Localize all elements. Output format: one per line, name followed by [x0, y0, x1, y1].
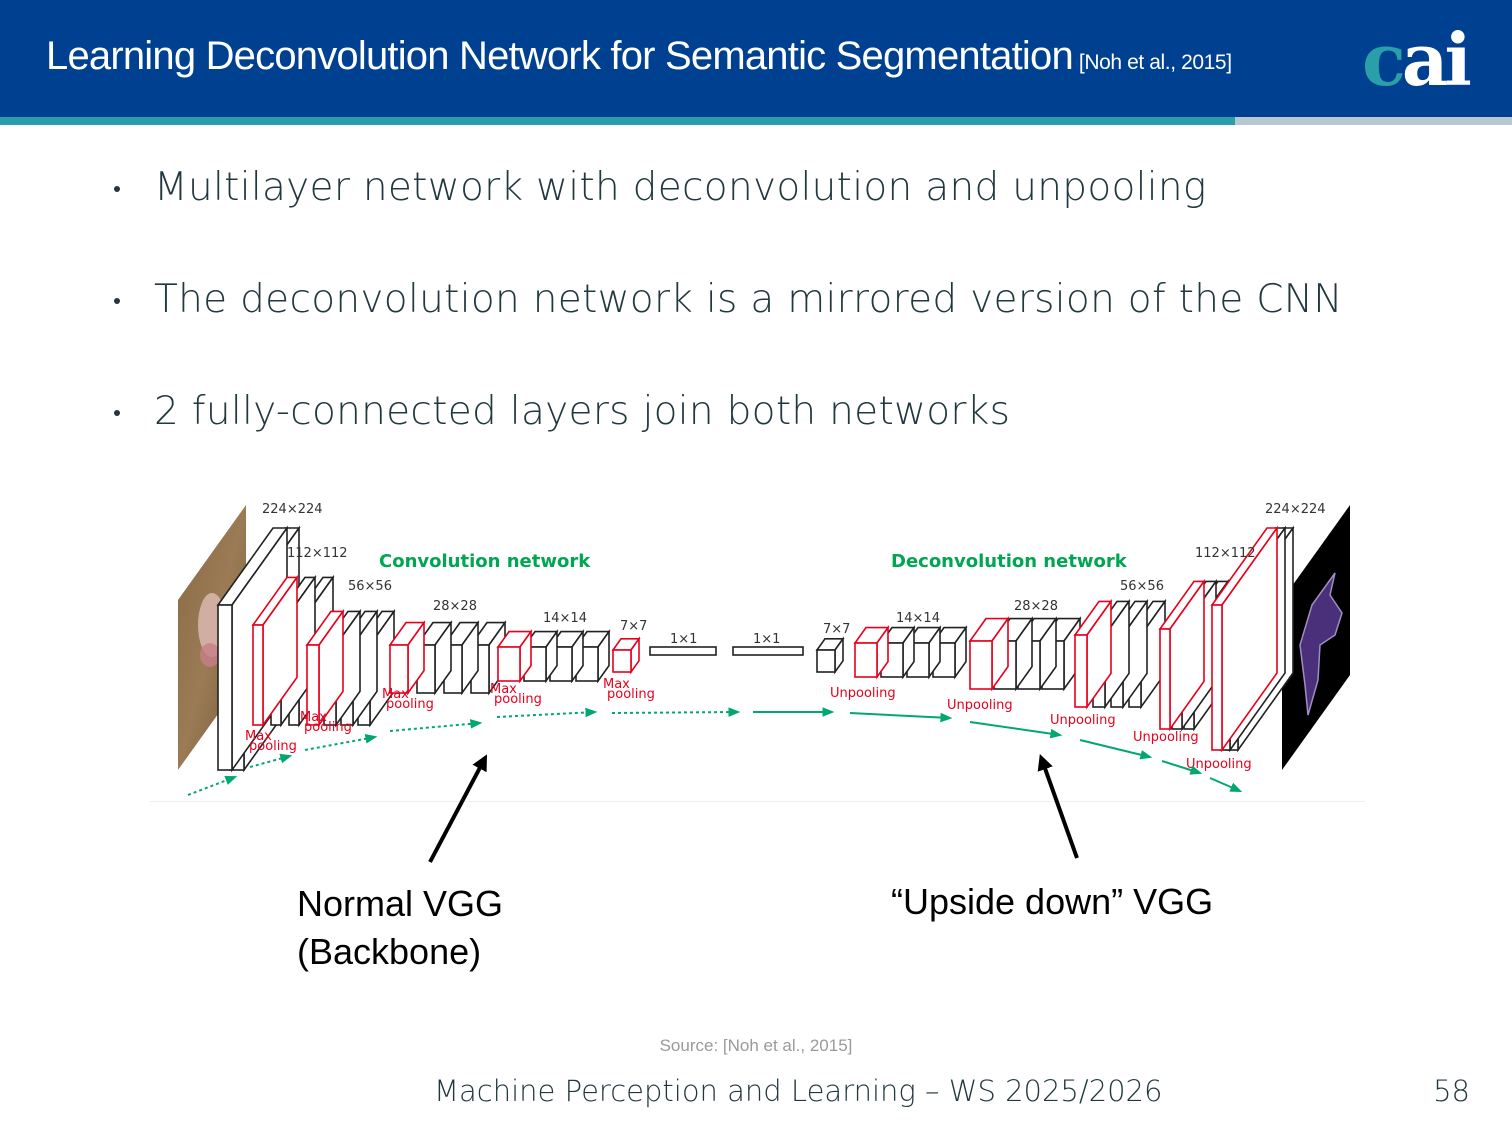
max-pooling-label: pooling [607, 687, 655, 702]
deconv-size-label: 56×56 [1120, 579, 1164, 594]
upside-down-vgg-label: “Upside down” VGG [891, 881, 1214, 922]
deconv-size-label: 28×28 [1014, 599, 1058, 614]
footer-course-title: Machine Perception and Learning – WS 202… [434, 1074, 1163, 1108]
title-text: Learning Deconvolution Network for Seman… [46, 34, 1074, 78]
right-arrow-icon [1037, 753, 1079, 859]
max-pooling-label: pooling [249, 739, 297, 754]
normal-vgg-label: Normal VGG (Backbone) [297, 880, 503, 976]
slide-header: Learning Deconvolution Network for Seman… [0, 0, 1512, 117]
page-number: 58 [1433, 1074, 1470, 1108]
deconv-layer-box-front [1074, 634, 1088, 708]
max-pooling-label: Max [245, 729, 272, 744]
dotted-flow-arrow-icon [249, 753, 293, 768]
conv-layer-box-front [217, 604, 233, 771]
logo-c: c [1362, 17, 1406, 102]
bullet-item: 2 fully-connected layers join both netwo… [110, 384, 1343, 496]
deconv-layer-box [905, 625, 942, 680]
deconv-layer-box-front [969, 640, 993, 690]
bullet-text: 2 fully-connected layers join both netwo… [154, 389, 1011, 434]
conv-size-label: 224×224 [262, 502, 323, 517]
bullet-dot-icon [114, 186, 120, 192]
deconv-layer-box-front [1159, 628, 1171, 730]
normal-vgg-line1: Normal VGG [297, 883, 504, 924]
conv-layer-box-front [497, 646, 521, 682]
slide-progress-fill [0, 117, 1236, 125]
conv-size-label: 14×14 [543, 611, 587, 626]
conv-size-label: 28×28 [433, 599, 477, 614]
conv-layer-box [496, 629, 533, 684]
conv-layer-box [522, 629, 559, 684]
deconv-layer-box [1158, 578, 1206, 732]
max-pooling-label: pooling [386, 697, 434, 712]
conv-layer-box-front [612, 649, 632, 673]
unpooling-label: Unpooling [1050, 713, 1116, 728]
unpooling-label: Unpooling [1186, 757, 1252, 772]
max-pooling-label: pooling [494, 692, 542, 707]
deconvnet-architecture-diagram: 224×224 112×112 56×56 28×28 14×14 7×7 1×1 1×1 7×… [178, 502, 1350, 796]
bullet-dot-icon [114, 410, 120, 416]
solid-flow-arrow-icon [849, 712, 953, 723]
deconv-size-label: 224×224 [1265, 502, 1326, 517]
bullet-item: Multilayer network with deconvolution an… [110, 160, 1343, 272]
solid-flow-arrow-icon [1079, 739, 1153, 760]
conv-layer-box [305, 608, 345, 728]
conv-layer-box [251, 574, 299, 728]
dotted-flow-arrow-icon [496, 707, 598, 718]
conv-layer-box [611, 636, 641, 675]
fc-layer-box [649, 646, 717, 656]
conv-layer-box-front [306, 644, 320, 726]
conv-layer-box [388, 620, 426, 696]
fc-size-label: 1×1 [753, 632, 780, 647]
slide-progress-bar [0, 117, 1512, 125]
deconv-layer-box [815, 636, 845, 675]
solid-flow-arrow-icon [969, 721, 1063, 739]
bullet-dot-icon [114, 298, 120, 304]
title-citation: [Noh et al., 2015] [1078, 51, 1232, 74]
deconv-layer-box [968, 616, 1010, 692]
deconv-size-label: 112×112 [1195, 546, 1256, 561]
solid-flow-arrow-icon [1209, 777, 1243, 792]
fc-size-label: 1×1 [670, 632, 697, 647]
unpooling-label: Unpooling [947, 698, 1013, 713]
conv-size-label: 56×56 [348, 579, 392, 594]
max-pooling-label: pooling [304, 720, 352, 735]
deconv-layer-box-front [1211, 604, 1223, 751]
unpooling-label: Unpooling [1133, 730, 1199, 745]
conv-layer-box [548, 629, 585, 684]
deconv-size-label: 7×7 [823, 622, 850, 637]
left-arrow-icon [428, 754, 487, 863]
max-pooling-label: Max [300, 710, 327, 725]
deconv-size-label: 14×14 [896, 611, 940, 626]
deconv-layer-box [1210, 525, 1279, 753]
conv-network-title: Convolution network [379, 551, 591, 572]
output-segmentation-mask [1282, 505, 1350, 770]
bullet-list: Multilayer network with deconvolution an… [110, 160, 1343, 496]
bullet-text: The deconvolution network is a mirrored … [154, 277, 1343, 322]
max-pooling-label: Max [603, 677, 630, 692]
logo-ai: ai [1401, 17, 1472, 102]
bullet-text: Multilayer network with deconvolution an… [154, 165, 1207, 210]
deconv-layer-box [853, 625, 890, 680]
bullet-item: The deconvolution network is a mirrored … [110, 272, 1343, 384]
slide-title: Learning Deconvolution Network for Seman… [46, 34, 1232, 79]
figure-source: Source: [Noh et al., 2015] [659, 1036, 853, 1055]
deconv-layer-box-front [854, 642, 878, 678]
deconv-network-title: Deconvolution network [891, 551, 1128, 572]
conv-size-label: 112×112 [287, 546, 348, 561]
fc-layer-box [732, 646, 804, 656]
max-pooling-label: Max [490, 682, 517, 697]
cai-logo: cai [1362, 17, 1472, 102]
normal-vgg-line2: (Backbone) [297, 931, 482, 972]
conv-layer-box-front [252, 624, 264, 726]
deconv-layer-box [1073, 598, 1113, 710]
conv-size-label: 7×7 [620, 619, 647, 634]
conv-layer-box-front [389, 644, 409, 694]
max-pooling-label: Max [382, 687, 409, 702]
unpooling-label: Unpooling [830, 686, 896, 701]
dotted-flow-arrow-icon [187, 775, 238, 796]
deconv-layer-box-front [816, 649, 836, 673]
solid-flow-arrow-icon [1161, 760, 1203, 775]
figure-divider [150, 801, 1365, 802]
